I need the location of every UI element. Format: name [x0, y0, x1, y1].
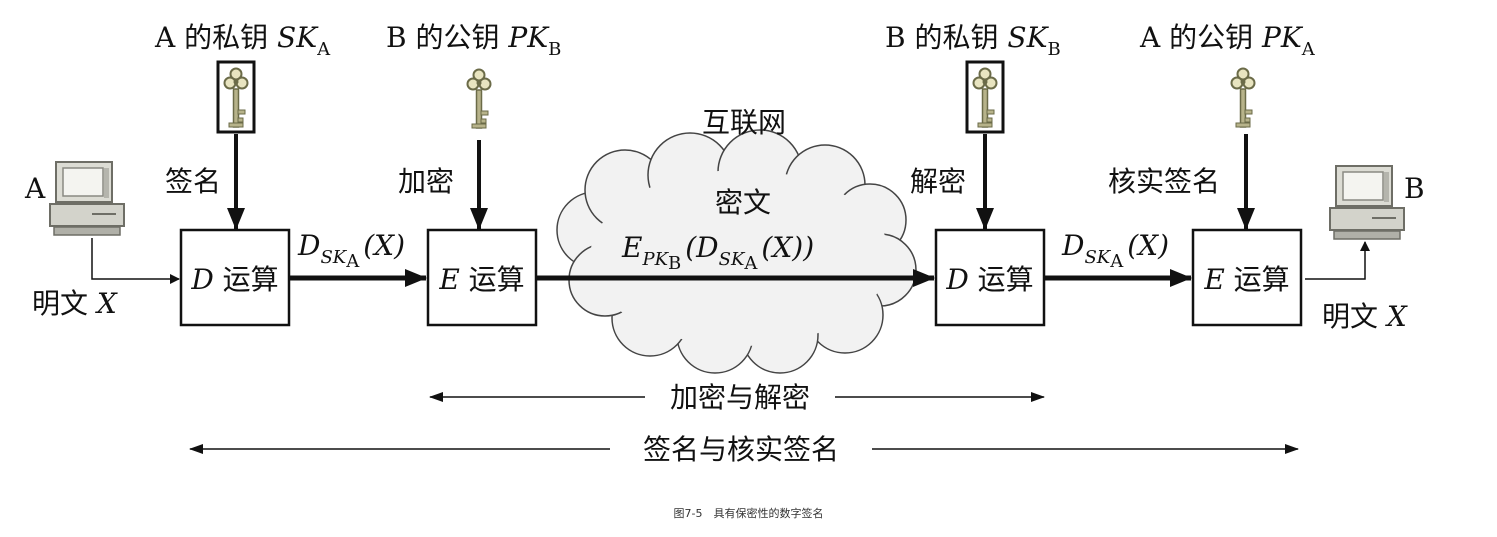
- b-public-key-label: B 的公钥 PKB: [386, 21, 561, 60]
- node-a-label: A: [24, 172, 46, 205]
- b-private-key-label: B 的私钥 SKB: [885, 21, 1061, 60]
- node-b-label: B: [1404, 172, 1425, 205]
- a-public-key-label: A 的公钥 PKA: [1139, 21, 1316, 60]
- cipher-expression-label: EPKB(DSKA(X)): [621, 231, 814, 274]
- sign-verify-span-label: 签名与核实签名: [643, 433, 839, 466]
- b-public-key-icon: [466, 68, 492, 129]
- plaintext-out-arrow: [1305, 241, 1370, 280]
- digital-signature-diagram: 互联网 A 的私钥 SKA B 的公钥 PKB B 的私钥 SKB A 的公钥 …: [24, 21, 1425, 466]
- verify-label: 核实签名: [1108, 165, 1220, 198]
- plaintext-left-label: 明文 X: [32, 287, 118, 320]
- internet-cloud: [556, 129, 917, 374]
- enc-dec-span-label: 加密与解密: [670, 381, 810, 414]
- e-operation-box-1: E 运算: [426, 228, 538, 327]
- signed-text-label-1: DSKA(X): [297, 229, 405, 272]
- a-private-key-label: A 的私钥 SKA: [154, 21, 331, 60]
- plaintext-right-label: 明文 X: [1322, 300, 1408, 333]
- svg-text:E 运算: E 运算: [1203, 263, 1289, 296]
- d-operation-box-1: D 运算: [179, 228, 291, 327]
- d-operation-box-2: D 运算: [934, 228, 1046, 327]
- plaintext-in-arrow: [91, 238, 180, 284]
- a-public-key-icon: [1230, 67, 1256, 128]
- computer-a-icon: [49, 161, 125, 236]
- encrypt-label: 加密: [398, 165, 454, 198]
- figure-caption: 图7-5 具有保密性的数字签名: [673, 507, 824, 520]
- b-private-key-icon: [965, 60, 1005, 134]
- signed-text-label-2: DSKA(X): [1061, 229, 1169, 272]
- sign-label: 签名: [165, 165, 221, 198]
- ciphertext-label: 密文: [715, 186, 771, 219]
- internet-label: 互联网: [702, 106, 786, 139]
- svg-text:D 运算: D 运算: [945, 263, 1033, 296]
- svg-text:E 运算: E 运算: [438, 263, 524, 296]
- decrypt-label: 解密: [910, 165, 966, 198]
- svg-text:D 运算: D 运算: [190, 263, 278, 296]
- a-private-key-icon: [216, 60, 256, 134]
- e-operation-box-2: E 运算: [1191, 228, 1303, 327]
- computer-b-icon: [1329, 165, 1405, 240]
